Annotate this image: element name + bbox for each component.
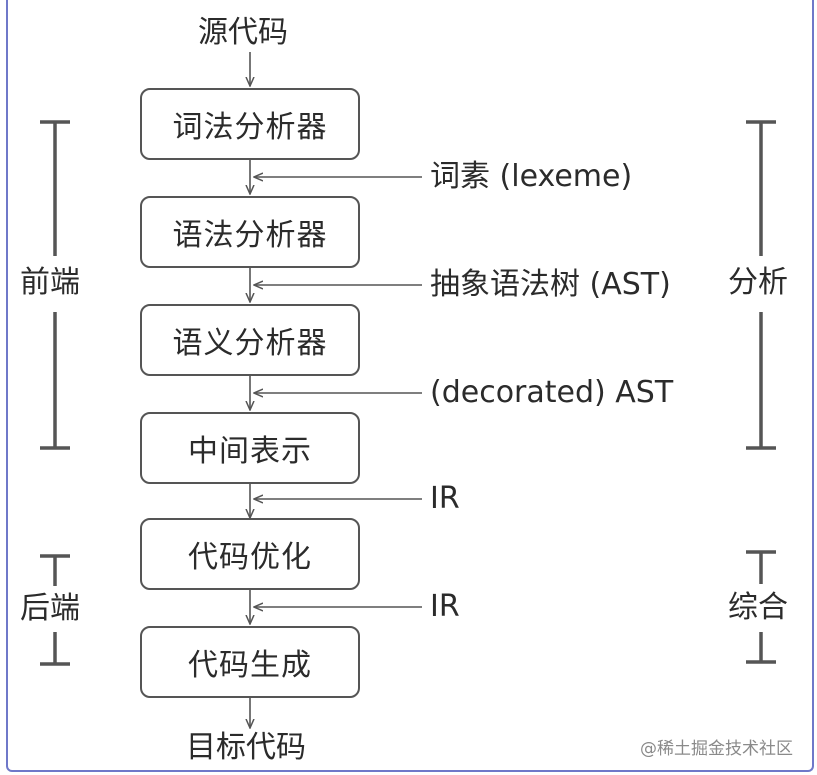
synthesis-bracket bbox=[746, 550, 776, 664]
backend-bracket bbox=[40, 554, 70, 666]
artifact-ir-2: IR bbox=[430, 589, 460, 624]
backend-label: 后端 bbox=[20, 591, 80, 626]
code-generation-box: 代码生成 bbox=[140, 626, 360, 698]
analysis-label: 分析 bbox=[728, 265, 788, 300]
frontend-bracket bbox=[40, 120, 70, 450]
code-optimization-box: 代码优化 bbox=[140, 518, 360, 590]
intermediate-representation-box: 中间表示 bbox=[140, 412, 360, 484]
frame-border bbox=[6, 0, 814, 772]
lexer-box: 词法分析器 bbox=[140, 88, 360, 160]
source-code-label: 源代码 bbox=[198, 15, 288, 50]
artifact-ast: 抽象语法树 (AST) bbox=[430, 267, 671, 302]
parser-box: 语法分析器 bbox=[140, 196, 360, 268]
juejin-watermark: @稀土掘金技术社区 bbox=[640, 739, 793, 759]
analysis-bracket bbox=[746, 120, 776, 450]
target-code-label: 目标代码 bbox=[186, 730, 306, 765]
artifact-decorated-ast: (decorated) AST bbox=[430, 375, 674, 410]
artifact-ir-1: IR bbox=[430, 481, 460, 516]
artifact-lexeme: 词素 (lexeme) bbox=[430, 159, 633, 194]
semantic-analyzer-box: 语义分析器 bbox=[140, 304, 360, 376]
synthesis-label: 综合 bbox=[728, 590, 788, 625]
frontend-label: 前端 bbox=[20, 265, 80, 300]
